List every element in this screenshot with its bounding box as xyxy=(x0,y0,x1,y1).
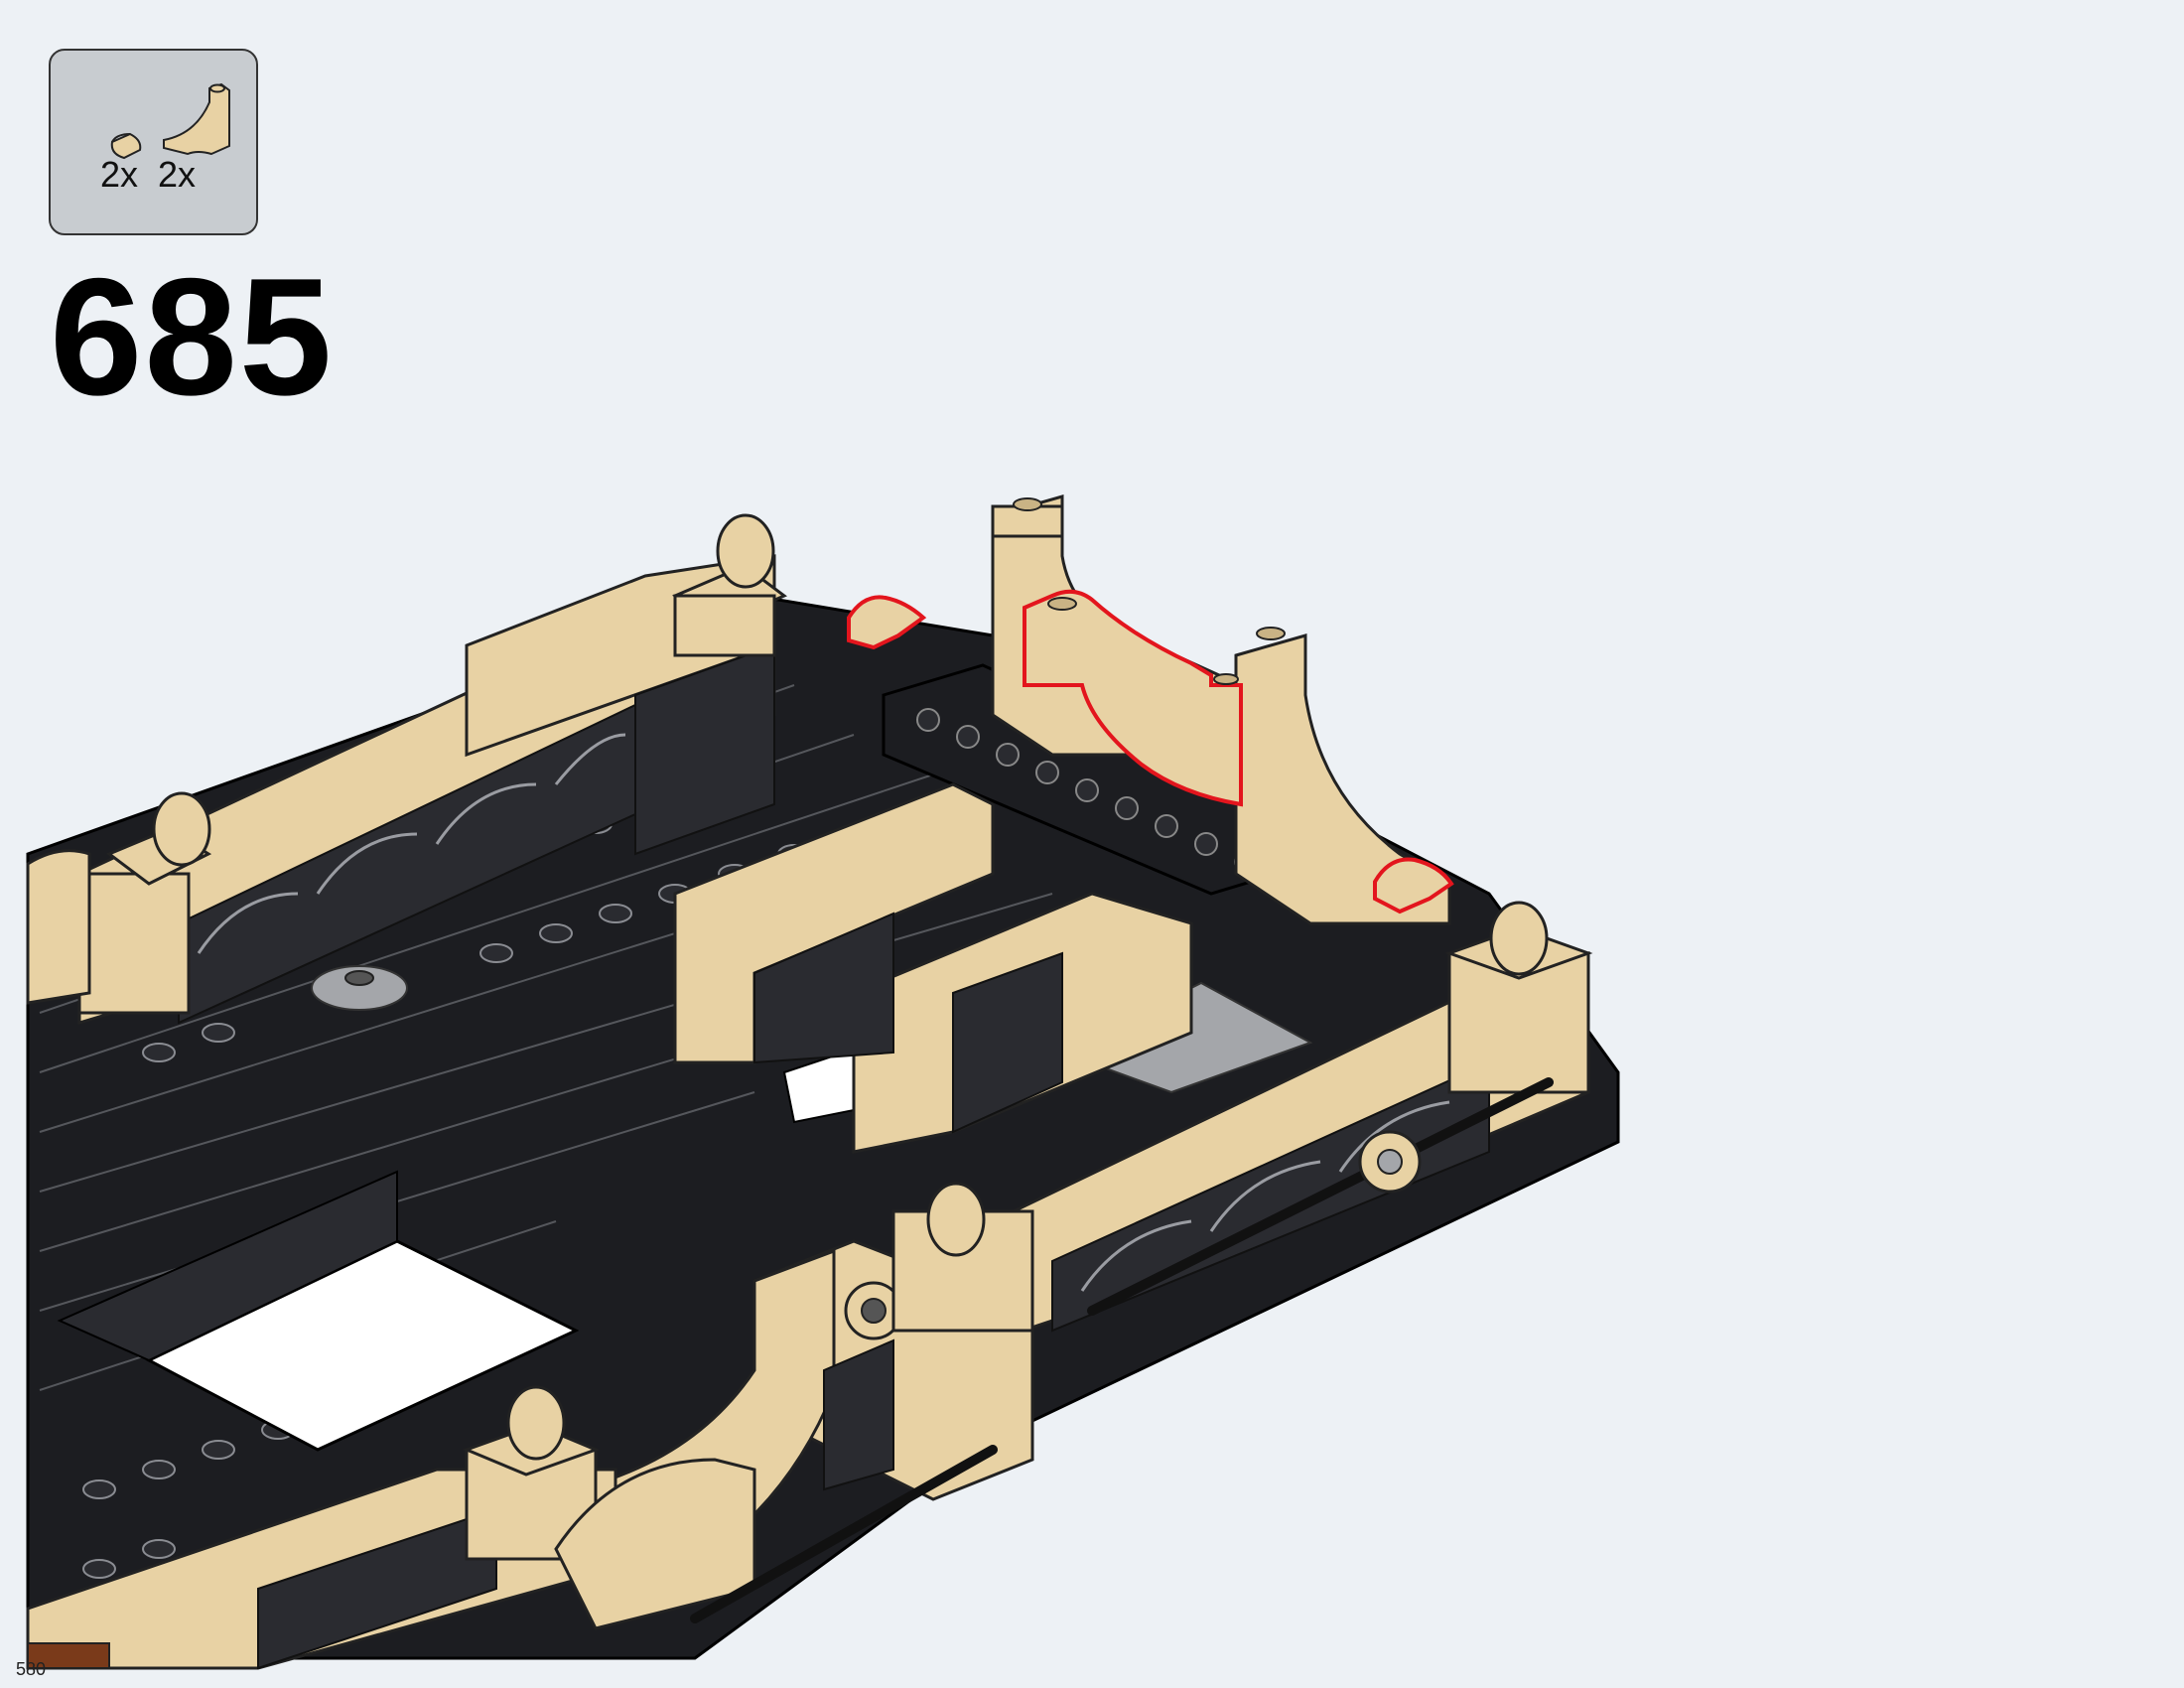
part-1-quantity: 2x xyxy=(100,154,139,195)
parts-callout: 2x 2x xyxy=(49,49,258,235)
tan-round-tile-icon xyxy=(110,132,142,160)
part-2: 2x xyxy=(150,51,239,235)
step-number: 685 xyxy=(50,243,335,430)
tan-arch-slope-icon xyxy=(163,82,230,156)
page-number: 580 xyxy=(16,1659,47,1679)
part-2-quantity: 2x xyxy=(158,154,197,195)
part-1: 2x xyxy=(70,51,160,235)
